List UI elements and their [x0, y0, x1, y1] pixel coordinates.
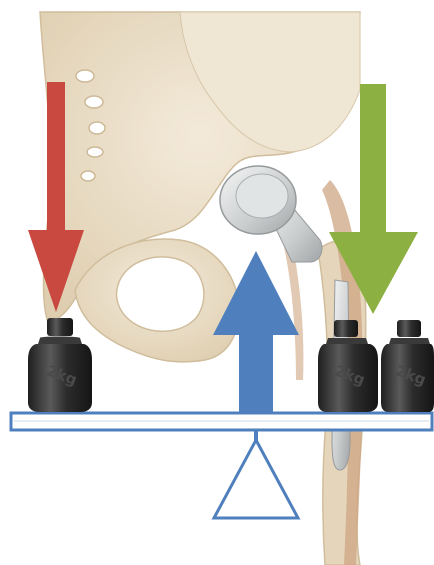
right-weight-icon-2: 2kg — [381, 320, 434, 412]
fulcrum-icon — [214, 430, 298, 518]
obturator-foramen — [117, 257, 204, 331]
left-weight-icon: 2kg — [28, 318, 92, 412]
implant-cup-rim — [236, 174, 288, 218]
pelvis-illustration — [40, 12, 366, 565]
